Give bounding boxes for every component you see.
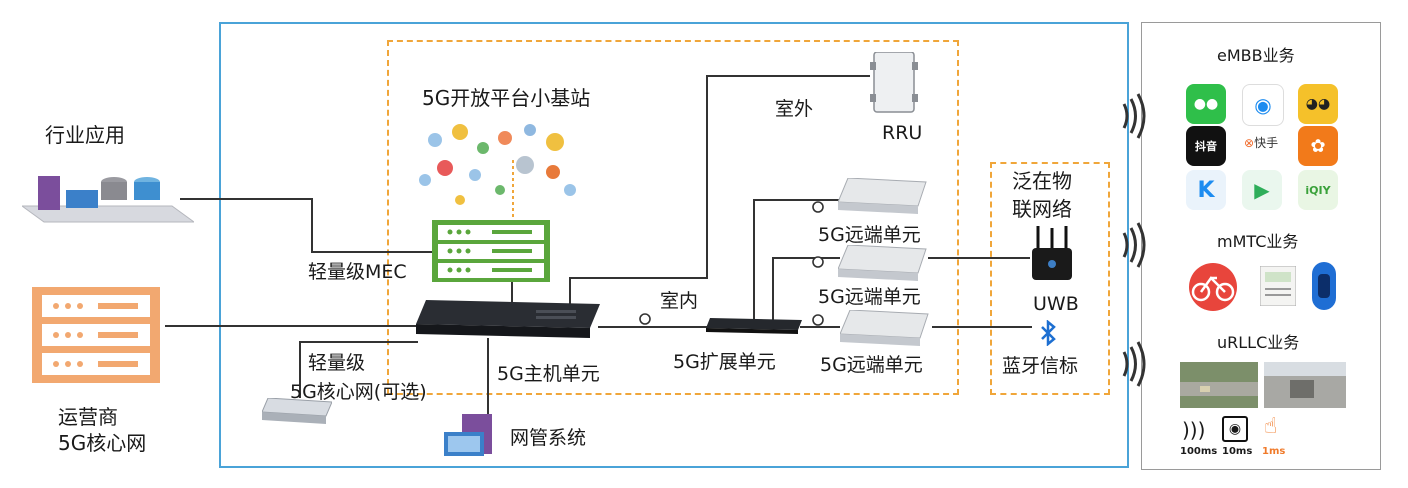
app-cloud-icons — [419, 124, 576, 220]
wireless-icon-embb — [1122, 93, 1146, 139]
eye-icon: ◉ — [1222, 416, 1248, 442]
host-unit-icon — [416, 300, 600, 338]
smart-band-icon — [1312, 262, 1336, 310]
urllc-scene-images — [1180, 362, 1346, 408]
bluetooth-icon — [1041, 320, 1056, 346]
mmtc-title: mMTC业务 — [1217, 232, 1299, 251]
expansion-unit-label: 5G扩展单元 — [673, 351, 776, 373]
operator-core-label: 运营商 5G核心网 — [58, 405, 147, 455]
wire-host-to-rru — [569, 75, 870, 310]
port-remote1 — [812, 201, 824, 213]
mec-label: 轻量级MEC — [308, 261, 407, 283]
embb-title: eMBB业务 — [1217, 46, 1295, 65]
tencent-video-icon: ▶ — [1242, 170, 1282, 210]
nms-label: 网管系统 — [510, 427, 587, 449]
remote-unit-1-label: 5G远端单元 — [818, 224, 921, 246]
chat-bubble-icon: ◉ — [1242, 84, 1284, 126]
uwb-label: UWB — [1033, 293, 1079, 315]
platform-boundary — [387, 40, 959, 395]
iot-title-line1: 泛在物 — [1012, 169, 1072, 193]
wire-exp-to-remote1 — [753, 199, 840, 320]
remote-unit-3-icon — [840, 310, 929, 346]
light-core-label-2: 5G核心网(可选) — [290, 381, 427, 403]
wireless-icon-mmtc — [1122, 222, 1146, 268]
kuaishou-icon: ⊗快手 — [1244, 136, 1279, 150]
port-remote2 — [812, 256, 824, 268]
iot-title-line2: 联网络 — [1012, 197, 1072, 221]
mec-server-icon — [432, 220, 550, 282]
industry-app-icon — [22, 176, 194, 223]
wire-lightcore-to-host — [299, 341, 418, 398]
expansion-unit-icon — [706, 318, 802, 334]
indoor-label: 室内 — [660, 290, 699, 312]
port-remote3 — [812, 314, 824, 326]
yy-app-icon: ◕◕ — [1298, 84, 1338, 124]
iot-boundary — [990, 162, 1110, 395]
iqiyi-label: iQIY — [1305, 183, 1331, 197]
wire-industry-to-mec — [180, 198, 432, 253]
uwb-device-icon — [1032, 226, 1072, 280]
iqiyi-icon: iQIY — [1298, 170, 1338, 210]
remote-unit-2-label: 5G远端单元 — [818, 286, 921, 308]
wechat-icon: ●● — [1186, 84, 1226, 124]
host-unit-label: 5G主机单元 — [497, 363, 600, 385]
latency-1ms: 1ms — [1262, 446, 1286, 457]
wireless-signal-icons — [1122, 93, 1146, 387]
remote-unit-3-label: 5G远端单元 — [820, 354, 923, 376]
outdoor-label: 室外 — [775, 98, 814, 120]
video-app-icon: ✿ — [1298, 126, 1338, 166]
douyin-icon: 抖音 — [1186, 126, 1226, 166]
remote-unit-1-icon — [838, 178, 927, 214]
remote-unit-2-icon — [838, 245, 927, 281]
ear-icon: ))) — [1182, 418, 1206, 442]
kugou-icon: K — [1186, 170, 1226, 210]
industry-app-label: 行业应用 — [45, 123, 125, 147]
touch-icon: ☝ — [1264, 414, 1278, 439]
nms-icon — [444, 414, 492, 456]
rru-label: RRU — [882, 122, 923, 144]
bluetooth-label: 蓝牙信标 — [1002, 355, 1079, 377]
latency-10ms: 10ms — [1222, 446, 1253, 457]
light-core-server-icon — [262, 398, 332, 424]
platform-title: 5G开放平台小基站 — [422, 86, 591, 110]
douyin-label: 抖音 — [1195, 140, 1217, 153]
urllc-title: uRLLC业务 — [1217, 333, 1300, 352]
wireless-icon-urllc — [1122, 341, 1146, 387]
kuaishou-label: 快手 — [1254, 136, 1279, 150]
operator-server-icon — [32, 287, 160, 383]
latency-100ms: 100ms — [1180, 446, 1218, 457]
shared-bike-icon — [1189, 263, 1237, 311]
rru-icon — [870, 52, 918, 113]
light-core-label-1: 轻量级 — [308, 352, 366, 374]
smart-meter-icon — [1260, 266, 1296, 306]
port-indoor — [639, 313, 651, 325]
